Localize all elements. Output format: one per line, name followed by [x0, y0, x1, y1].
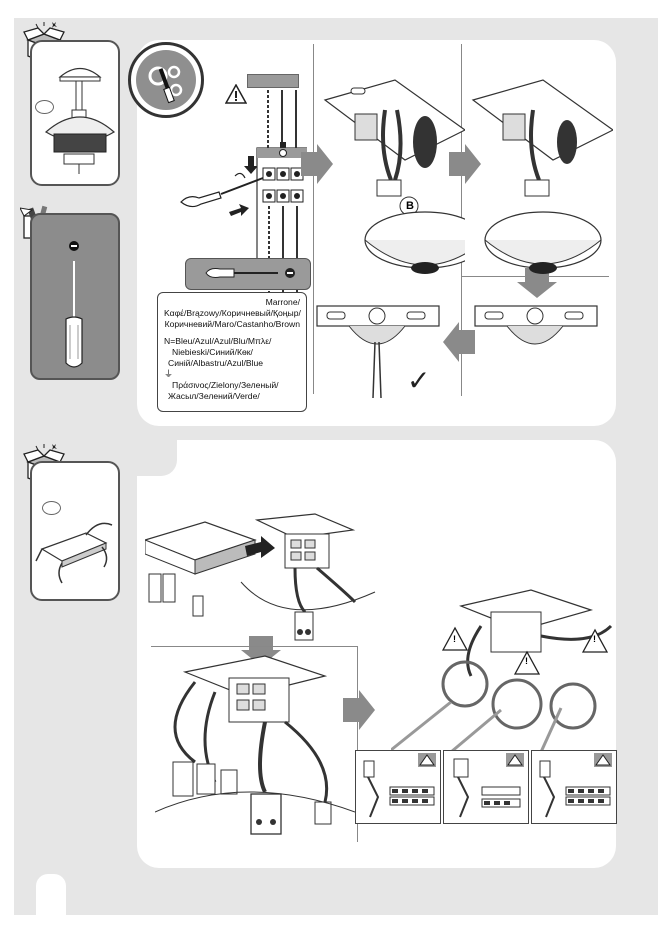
warn-mark-3: ! [593, 634, 596, 644]
label-brown-3: Коричневий/Maro/Castanho/Brown [164, 319, 300, 329]
assembly-callout-illustration [441, 589, 613, 730]
wiring-closeup-illustration [155, 655, 355, 835]
receiver-illustration [35, 522, 113, 584]
check-mark: ✓ [407, 364, 431, 397]
label-brown-1: Marrone/ [265, 297, 300, 307]
flathead-strip [185, 258, 311, 290]
bracket-plate-left [316, 305, 440, 399]
gray-strip [247, 74, 299, 88]
divider-1 [313, 44, 314, 394]
terminal-block-illustration [180, 90, 307, 296]
arrow-left-1 [443, 322, 475, 362]
label-blue-2: Niebieski/Синий/Көк/ [172, 347, 253, 357]
wire-color-label: Marrone/ Καφέ/Brązowy/Коричневый/Қоңыр/ … [157, 292, 307, 412]
callout-letter-b: B [406, 200, 414, 212]
mounting-bracket-illustration-2 [471, 79, 613, 274]
mounting-bracket-illustration-1 [323, 79, 465, 274]
divider-3 [313, 286, 314, 394]
screwdriver-illustration [65, 261, 83, 368]
step1-panel: Marrone/ Καφέ/Brązowy/Коричневый/Қоңыр/ … [128, 40, 616, 426]
arrow-right-3 [343, 690, 375, 730]
detail-box-2 [443, 750, 529, 824]
panel-notch [137, 440, 177, 476]
label-blue-1: N=Bleu/Azul/Azul/Blu/Μπλε/ [164, 336, 272, 346]
step2-parts-card [30, 461, 120, 601]
label-blue-3: Синій/Albastru/Azul/Blue [168, 358, 264, 368]
step1-parts-card [30, 40, 120, 186]
arrow-right-2 [449, 144, 481, 184]
arrow-right-1 [301, 144, 333, 184]
callout-lines [391, 702, 563, 754]
flat-head-symbol [69, 241, 79, 251]
hline-2 [151, 646, 357, 647]
canopy-illustration [44, 67, 116, 174]
bracket-plate-right [474, 305, 598, 345]
earth-symbol: ⏚ [164, 369, 174, 379]
tools-badge [128, 42, 204, 118]
quantity-badge [35, 100, 54, 114]
label-brown-2: Καφέ/Brązowy/Коричневый/Қоңыр/ [164, 308, 301, 318]
arrow-down-2 [241, 636, 281, 666]
divider-4 [357, 646, 358, 842]
screwdriver-card [30, 213, 120, 380]
warn-mark-1: ! [453, 634, 456, 644]
screwdriver-gear-icon [148, 65, 183, 104]
label-green-1: Πράσινος/Zielony/Зеленый/ [172, 380, 279, 390]
detail-box-1 [355, 750, 441, 824]
warning-icon-1 [224, 83, 248, 109]
warn-mark-2: ! [525, 656, 528, 666]
receiver-insert-illustration [145, 513, 376, 641]
detail-box-3 [531, 750, 617, 824]
quantity-badge-2 [42, 501, 61, 515]
step2-panel: ! ! ! [137, 440, 617, 868]
label-green-2: Жасыл/Зелений/Verde/ [168, 391, 260, 401]
arrow-down-1 [517, 268, 557, 298]
page-number-tab [36, 874, 66, 916]
